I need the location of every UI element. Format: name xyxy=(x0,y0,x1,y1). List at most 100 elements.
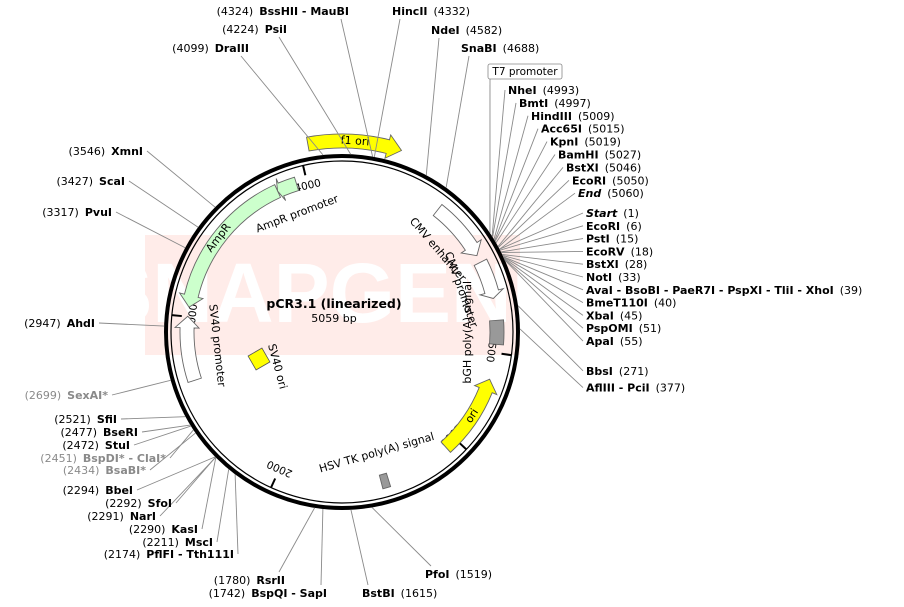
site-label-hindiii: HindIII(5009) xyxy=(531,110,615,123)
site-position: (271) xyxy=(619,365,649,378)
site-position: (40) xyxy=(654,297,677,310)
site-position: (1) xyxy=(623,207,639,220)
site-position: (2477) xyxy=(60,426,97,439)
feature-ampr xyxy=(178,184,282,308)
site-label-bspqi-sapi: BspQI - SapI (1742) xyxy=(209,587,327,600)
leader-line xyxy=(201,457,217,530)
site-name: ApaI xyxy=(586,335,614,348)
site-position: (2294) xyxy=(63,484,100,497)
leader-line xyxy=(503,257,584,316)
site-label-bseri: BseRI(2477) xyxy=(60,426,138,439)
site-position: (15) xyxy=(616,233,639,246)
site-label-ecori: EcoRI(6) xyxy=(586,220,642,233)
leader-line xyxy=(240,55,324,156)
site-name: BmtI xyxy=(519,97,548,110)
site-name: PspOMI xyxy=(586,322,633,335)
feature-ori xyxy=(440,378,498,453)
leader-line xyxy=(498,179,570,248)
site-name: RsrII xyxy=(256,574,285,587)
site-position: (2174) xyxy=(104,548,141,561)
site-name: BbeI xyxy=(105,484,133,497)
site-label-xbai: XbaI(45) xyxy=(586,309,642,322)
tick-mark xyxy=(270,478,277,488)
site-name: PflFI - Tth111I xyxy=(146,548,234,561)
site-label-bamhi: BamHI(5027) xyxy=(558,149,641,162)
site-label-draiii: DraIII (4099) xyxy=(172,42,249,55)
site-labels: Start(1)EcoRI(6)PstI(15)EcoRV(18)BstXI(2… xyxy=(24,5,862,600)
site-label-stui: StuI(2472) xyxy=(62,439,130,452)
site-name: SnaBI xyxy=(461,42,497,55)
leader-line xyxy=(278,507,315,573)
site-position: (51) xyxy=(639,322,662,335)
site-name: End xyxy=(578,187,601,200)
leader-line xyxy=(519,328,584,388)
site-label-start: Start(1) xyxy=(586,207,639,220)
site-name: PsiI xyxy=(265,23,287,36)
site-position: (5046) xyxy=(605,161,642,174)
tick-mark xyxy=(171,314,182,318)
leader-line xyxy=(133,425,192,446)
site-label-pfoi: PfoI(1519) xyxy=(425,568,492,581)
site-name: HincII xyxy=(392,5,428,18)
plasmid-length: 5059 bp xyxy=(311,312,356,325)
site-label-sfoi: SfoI(2292) xyxy=(105,497,172,510)
site-position: (4224) xyxy=(222,23,259,36)
tick-mark xyxy=(501,352,512,357)
site-name: BmeT110I xyxy=(586,297,648,310)
site-position: (2291) xyxy=(87,510,124,523)
site-name: XbaI xyxy=(586,309,614,322)
site-name: BspQI - SapI xyxy=(251,587,327,600)
backbone-inner xyxy=(170,160,514,504)
site-name: ScaI xyxy=(99,175,125,188)
site-label-afliii-pcii: AflIII - PciI(377) xyxy=(586,382,685,395)
leader-line xyxy=(120,416,186,420)
site-position: (2434) xyxy=(63,464,100,477)
leader-line xyxy=(493,115,529,240)
site-name: BstXI xyxy=(566,161,599,174)
site-label-kpni: KpnI(5019) xyxy=(550,136,621,149)
site-position: (1519) xyxy=(456,568,493,581)
leader-line xyxy=(234,474,239,555)
site-position: (2451) xyxy=(40,452,77,465)
site-position: (2472) xyxy=(62,439,99,452)
tick-mark xyxy=(302,165,307,176)
leader-line xyxy=(499,225,584,251)
site-position: (5027) xyxy=(605,149,642,162)
site-name: PvuI xyxy=(85,206,112,219)
site-label-ndei: NdeI(4582) xyxy=(431,24,502,37)
site-name: SfiI xyxy=(97,413,117,426)
leader-line xyxy=(494,141,548,242)
leader-line xyxy=(159,457,216,517)
site-name: Acc65I xyxy=(541,123,582,136)
leader-line xyxy=(499,212,584,250)
feature-bgh-poly-a-signal xyxy=(489,319,505,346)
site-name: NotI xyxy=(586,271,612,284)
site-name: BstXI xyxy=(586,258,619,271)
site-position: (2521) xyxy=(54,413,91,426)
site-name: DraIII xyxy=(215,42,249,55)
site-name: BstBI xyxy=(362,587,395,600)
leader-line xyxy=(128,180,199,228)
site-label-ecorv: EcoRV(18) xyxy=(586,245,653,258)
site-label-sexai-: SexAI* (2699) xyxy=(25,389,109,402)
leader-line xyxy=(115,211,186,249)
site-name: AflIII - PciI xyxy=(586,382,650,395)
site-position: (4099) xyxy=(172,42,209,55)
leader-line xyxy=(501,250,584,253)
site-position: (1742) xyxy=(209,587,246,600)
feature-label-box-t7 xyxy=(487,63,563,80)
site-position: (4997) xyxy=(554,97,591,110)
leader-line xyxy=(517,305,584,372)
site-position: (5009) xyxy=(578,110,615,123)
site-label-scai: ScaI(3427) xyxy=(56,175,125,188)
site-label-bbsi: BbsI(271) xyxy=(586,365,649,378)
site-label-nari: NarI(2291) xyxy=(87,510,156,523)
site-position: (33) xyxy=(618,271,641,284)
site-name: SexAI* xyxy=(67,389,108,402)
site-position: (2947) xyxy=(24,317,61,330)
site-position: (2699) xyxy=(25,389,62,402)
site-label-rsrii: RsrII(1780) xyxy=(214,574,285,587)
site-label-bstbi: BstBI(1615) xyxy=(362,587,437,600)
site-name: NheI xyxy=(508,84,537,97)
leader-line xyxy=(504,258,584,329)
